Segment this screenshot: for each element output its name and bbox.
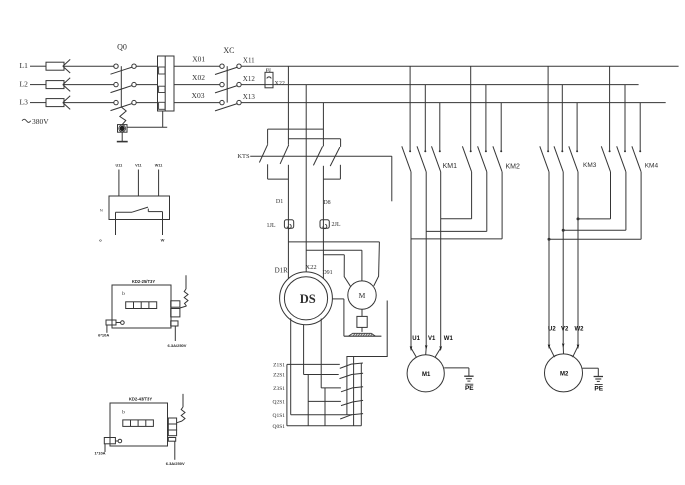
svg-text:KM4: KM4: [645, 163, 659, 170]
svg-text:X03: X03: [192, 91, 205, 100]
svg-text:X22: X22: [305, 264, 316, 271]
svg-text:Q1S1: Q1S1: [272, 413, 285, 419]
svg-text:Z3S1: Z3S1: [273, 386, 285, 392]
svg-text:X01: X01: [192, 55, 205, 64]
svg-text:Q2S1: Q2S1: [272, 400, 285, 406]
svg-text:M2: M2: [560, 372, 569, 378]
svg-text:1JL: 1JL: [267, 223, 276, 229]
svg-text:6*10A: 6*10A: [98, 333, 109, 338]
svg-text:b: b: [122, 291, 125, 297]
svg-text:KM3: KM3: [583, 162, 597, 169]
svg-text:X12: X12: [243, 75, 256, 83]
svg-text:X22: X22: [275, 81, 285, 87]
svg-text:6.3A/250V: 6.3A/250V: [168, 343, 187, 348]
svg-text:6.3A/250V: 6.3A/250V: [166, 461, 185, 466]
svg-text:V11: V11: [135, 163, 142, 167]
svg-text:KM1: KM1: [443, 163, 458, 170]
svg-text:W: W: [161, 238, 165, 243]
svg-text:X11: X11: [243, 56, 255, 64]
svg-text:D8: D8: [323, 200, 330, 206]
svg-text:D1R: D1R: [275, 267, 289, 275]
svg-text:KM2: KM2: [506, 164, 521, 171]
svg-text:V2: V2: [561, 327, 569, 333]
svg-text:M: M: [359, 291, 366, 300]
svg-text:L1: L1: [20, 61, 29, 70]
svg-text:XC: XC: [223, 46, 234, 55]
svg-text:PE: PE: [594, 386, 603, 393]
svg-text:X13: X13: [243, 93, 256, 101]
svg-text:KD2-25/T3Y: KD2-25/T3Y: [132, 279, 155, 284]
svg-text:2JL: 2JL: [332, 222, 341, 228]
svg-text:N: N: [100, 208, 103, 213]
svg-text:W11: W11: [155, 163, 163, 167]
svg-text:D1: D1: [276, 199, 283, 205]
svg-text:X02: X02: [192, 73, 205, 82]
svg-text:DS: DS: [300, 292, 316, 306]
svg-text:V1: V1: [428, 336, 436, 342]
svg-text:U1: U1: [412, 336, 420, 342]
svg-text:U11: U11: [116, 163, 123, 167]
svg-text:KTS: KTS: [237, 153, 250, 160]
svg-text:D91: D91: [322, 270, 332, 276]
svg-text:KD2-43/T3Y: KD2-43/T3Y: [129, 397, 152, 402]
svg-text:U2: U2: [548, 327, 556, 333]
svg-text:Z2S1: Z2S1: [273, 373, 285, 379]
svg-text:L2: L2: [20, 80, 29, 89]
svg-text:Z1S1: Z1S1: [273, 363, 285, 369]
svg-text:M1: M1: [422, 372, 431, 378]
svg-text:o: o: [99, 238, 102, 243]
svg-text:380V: 380V: [32, 117, 49, 126]
svg-text:Q0: Q0: [117, 43, 127, 52]
svg-text:FU: FU: [266, 68, 271, 73]
svg-text:L3: L3: [20, 98, 29, 107]
svg-text:W1: W1: [444, 336, 454, 342]
svg-text:W2: W2: [575, 327, 585, 333]
svg-text:PE: PE: [465, 385, 474, 392]
svg-text:b: b: [122, 409, 125, 415]
svg-text:1*10A: 1*10A: [94, 451, 105, 456]
svg-text:Q0S1: Q0S1: [272, 424, 285, 430]
